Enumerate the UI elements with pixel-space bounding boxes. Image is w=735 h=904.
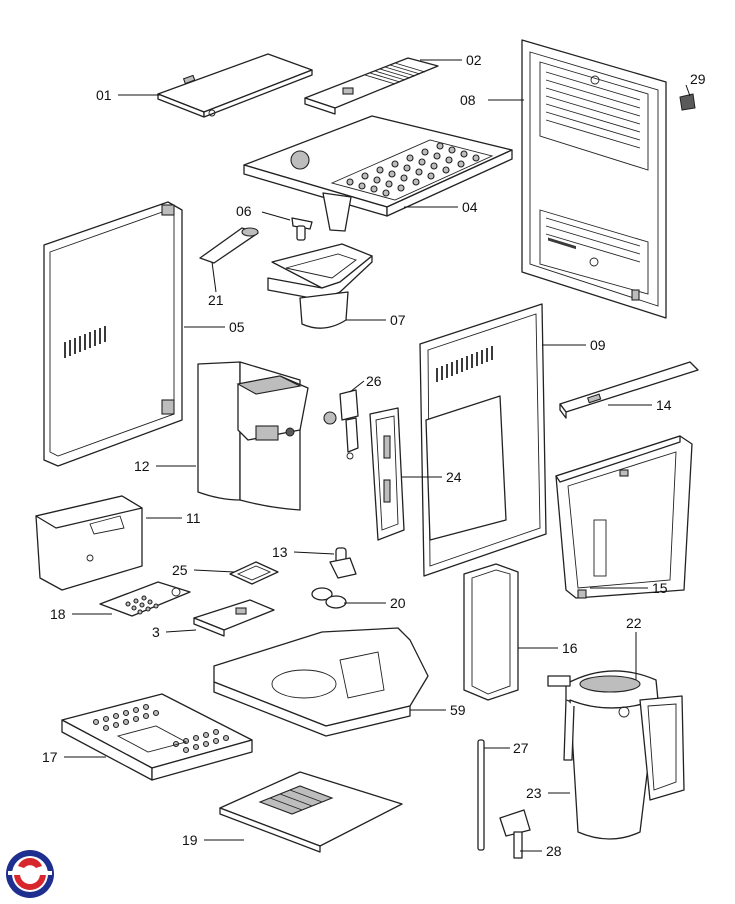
part-14-top-strip bbox=[559, 361, 699, 419]
part-06-knob bbox=[291, 217, 313, 241]
part-27-tube bbox=[477, 739, 485, 851]
part-24-bracket bbox=[369, 407, 405, 541]
part-09-right-side-panel bbox=[419, 303, 547, 577]
label-19: 19 bbox=[182, 832, 198, 848]
part-59-base bbox=[213, 627, 429, 737]
label-27: 27 bbox=[513, 740, 529, 756]
label-06: 06 bbox=[236, 203, 252, 219]
part-12-front-frame bbox=[197, 361, 309, 511]
label-14: 14 bbox=[656, 397, 672, 413]
label-26: 26 bbox=[366, 373, 382, 389]
label-05: 05 bbox=[229, 319, 245, 335]
leader-lines bbox=[64, 59, 691, 852]
label-25: 25 bbox=[172, 562, 188, 578]
label-20: 20 bbox=[390, 595, 406, 611]
part-29-clip bbox=[679, 93, 696, 111]
label-09: 09 bbox=[590, 337, 606, 353]
part-02-top-grid-cover bbox=[304, 57, 439, 115]
label-12: 12 bbox=[134, 458, 150, 474]
part-26-valve bbox=[323, 389, 359, 460]
label-3: 3 bbox=[152, 624, 160, 640]
label-29: 29 bbox=[690, 71, 706, 87]
label-01: 01 bbox=[96, 87, 112, 103]
part-04-top-cup-tray bbox=[243, 115, 513, 232]
part-3-cover bbox=[193, 599, 275, 637]
part-16-side-door bbox=[463, 563, 519, 701]
part-15-water-tank bbox=[555, 435, 693, 599]
label-13: 13 bbox=[272, 544, 288, 560]
label-22: 22 bbox=[626, 615, 642, 631]
label-28: 28 bbox=[546, 843, 562, 859]
label-11: 11 bbox=[186, 510, 201, 526]
part-07-coffee-chute bbox=[267, 243, 373, 329]
label-24: 24 bbox=[446, 469, 462, 485]
label-16: 16 bbox=[562, 640, 578, 656]
label-08: 08 bbox=[460, 92, 476, 108]
part-28-connector bbox=[499, 809, 531, 859]
label-04: 04 bbox=[462, 199, 478, 215]
part-17-drip-tray bbox=[61, 693, 253, 781]
part-25-gasket bbox=[229, 561, 279, 585]
label-59: 59 bbox=[450, 702, 466, 718]
part-13-small-valve bbox=[329, 547, 357, 579]
label-18: 18 bbox=[50, 606, 66, 622]
label-17: 17 bbox=[42, 749, 58, 765]
part-21-measuring-spoon bbox=[199, 227, 259, 264]
label-21: 21 bbox=[208, 292, 224, 308]
part-20-feet bbox=[311, 587, 347, 609]
part-18-perforated-plate bbox=[99, 581, 191, 617]
part-labels: 01 02 08 04 05 06 07 09 11 12 13 14 15 1… bbox=[42, 52, 706, 859]
part-08-rear-panel bbox=[521, 39, 667, 319]
brand-swirl-logo bbox=[6, 850, 54, 898]
part-22-23-milk-carafe bbox=[547, 670, 685, 840]
label-23: 23 bbox=[526, 785, 542, 801]
part-19-bottom-plate bbox=[219, 771, 403, 853]
part-01-water-lid bbox=[157, 53, 313, 118]
label-02: 02 bbox=[466, 52, 482, 68]
label-07: 07 bbox=[390, 312, 406, 328]
part-11-grounds-container bbox=[35, 495, 143, 591]
part-05-side-panel bbox=[43, 201, 183, 467]
label-15: 15 bbox=[652, 580, 668, 596]
